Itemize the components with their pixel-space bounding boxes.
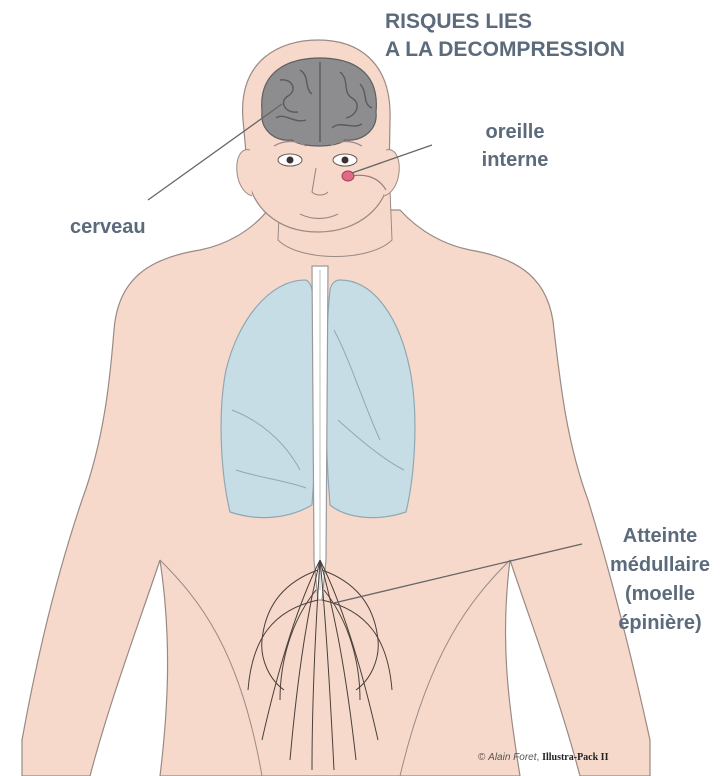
- left-pupil: [287, 157, 294, 164]
- label-cerveau: cerveau: [70, 213, 146, 241]
- credit-brand: Illustra-Pack II: [542, 752, 608, 763]
- label-atteinte-medullaire: Atteinte médullaire (moelle épinière): [580, 522, 723, 638]
- credit-author: Alain Foret: [488, 752, 536, 763]
- label-line: médullaire: [580, 551, 723, 580]
- right-pupil: [342, 157, 349, 164]
- label-line: épinière): [580, 609, 723, 638]
- label-line: Atteinte: [580, 522, 723, 551]
- right-ear: [384, 150, 399, 196]
- title-line-2: A LA DECOMPRESSION: [385, 36, 625, 64]
- diagram-title: RISQUES LIES A LA DECOMPRESSION: [385, 8, 625, 64]
- title-line-1: RISQUES LIES: [385, 8, 625, 36]
- label-line: (moelle: [580, 580, 723, 609]
- label-oreille-interne: oreille interne: [460, 118, 570, 174]
- label-line: oreille: [460, 118, 570, 146]
- copyright-symbol: ©: [478, 752, 485, 763]
- brain: [262, 58, 377, 146]
- copyright-credit: © Alain Foret, Illustra-Pack II: [478, 752, 608, 763]
- left-ear: [237, 150, 252, 196]
- label-line: interne: [460, 146, 570, 174]
